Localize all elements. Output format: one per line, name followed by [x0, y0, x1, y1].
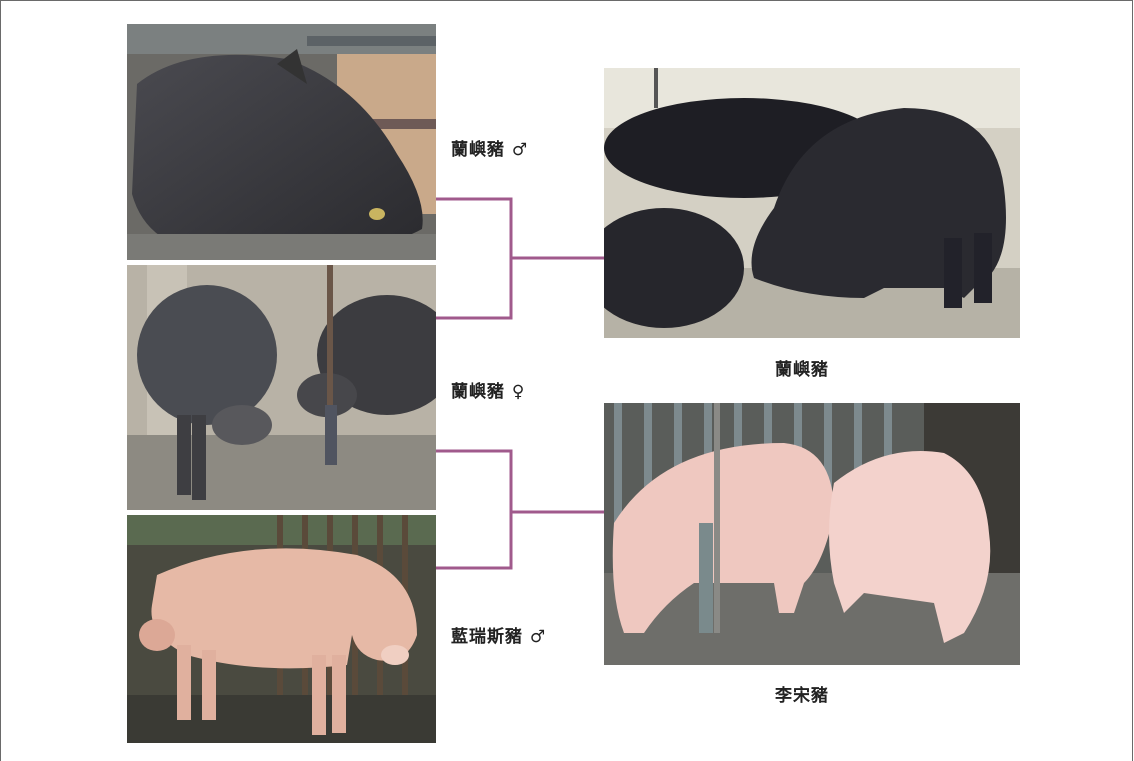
label-leesung-offspring: 李宋豬 [775, 681, 829, 706]
label-lanyu-boar: 蘭嶼豬 ♂ [451, 135, 528, 160]
label-lanyu-offspring: 蘭嶼豬 [775, 355, 829, 380]
label-landrace-boar: 藍瑞斯豬 ♂ [451, 622, 546, 647]
connector-leesung-cross [436, 451, 604, 568]
label-lanyu-sow: 蘭嶼豬 ♀ [451, 377, 525, 402]
connector-lanyu-cross [436, 199, 604, 318]
